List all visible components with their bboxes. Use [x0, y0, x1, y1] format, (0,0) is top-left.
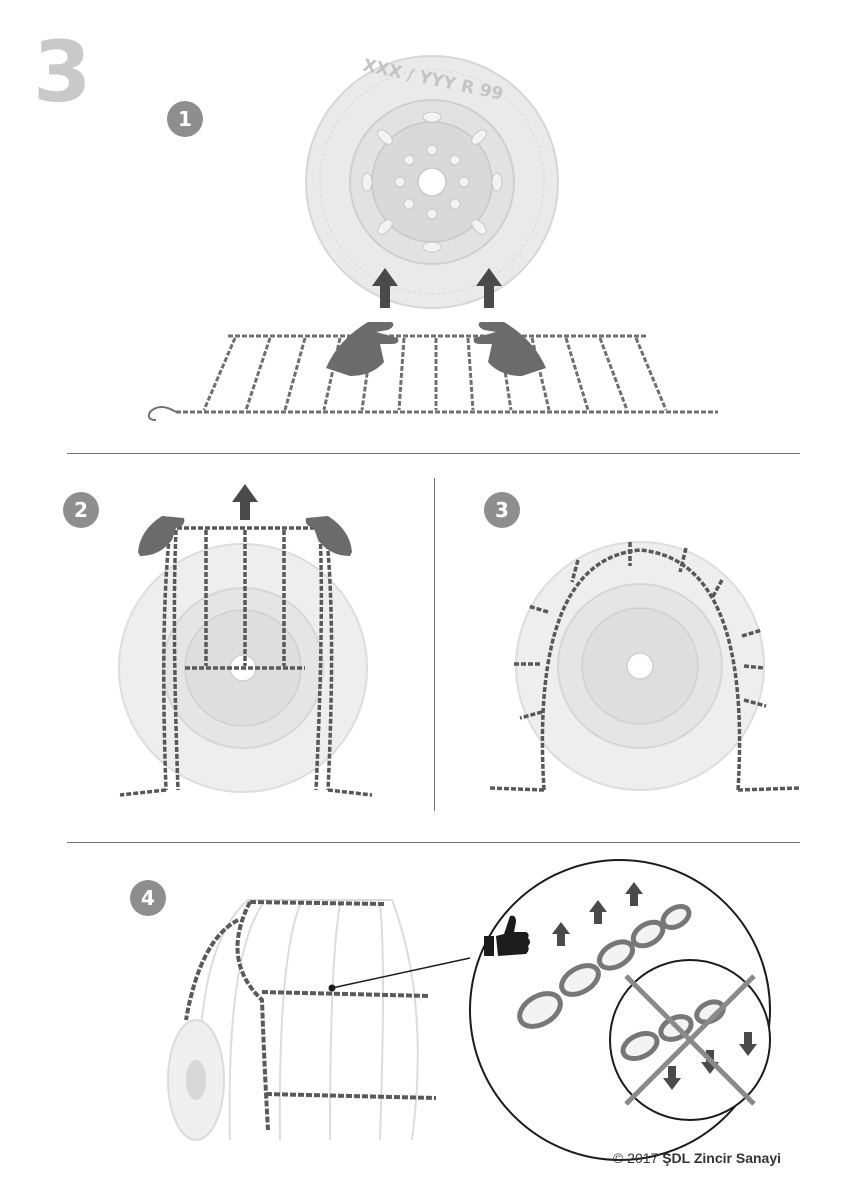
- tire-icon: [167, 899, 419, 1141]
- divider-top: [67, 453, 800, 454]
- detail-zoom-circle: [469, 859, 771, 1161]
- up-arrow-icon: [232, 484, 258, 520]
- copyright-company: ŞDL Zincir Sanayi: [662, 1150, 781, 1166]
- chain-net: [489, 542, 801, 792]
- step-1-badge: 1: [167, 101, 203, 137]
- thumbs-up-icon: [484, 915, 530, 956]
- divider-bottom: [67, 842, 800, 843]
- up-arrow-icon: [552, 882, 643, 946]
- tire-icon: [305, 55, 559, 309]
- copyright: © 2017 ŞDL Zincir Sanayi: [613, 1150, 781, 1166]
- chain-hook: [147, 406, 177, 421]
- chain-net: [184, 900, 437, 1131]
- step-4-illustration: [167, 859, 771, 1161]
- hand-icon: [326, 322, 546, 376]
- chain-net: [176, 334, 718, 414]
- chain-net: [119, 526, 373, 797]
- copyright-year: © 2017: [612, 1150, 659, 1166]
- wrong-way-inset: [609, 959, 771, 1121]
- up-arrow-icon: [372, 268, 502, 308]
- step-2-badge: 2: [63, 492, 99, 528]
- cross-icon: [624, 974, 756, 1106]
- page-number: 3: [33, 23, 92, 121]
- hand-icon: [138, 516, 352, 556]
- tire-icon: [515, 541, 765, 791]
- step-1-illustration: XXX / YYY R 99: [147, 55, 718, 421]
- step-4-badge: 4: [130, 880, 166, 916]
- step-3-badge: 3: [484, 492, 520, 528]
- divider-vertical: [434, 478, 435, 811]
- step-3-illustration: [489, 541, 801, 792]
- step-2-illustration: [118, 484, 373, 797]
